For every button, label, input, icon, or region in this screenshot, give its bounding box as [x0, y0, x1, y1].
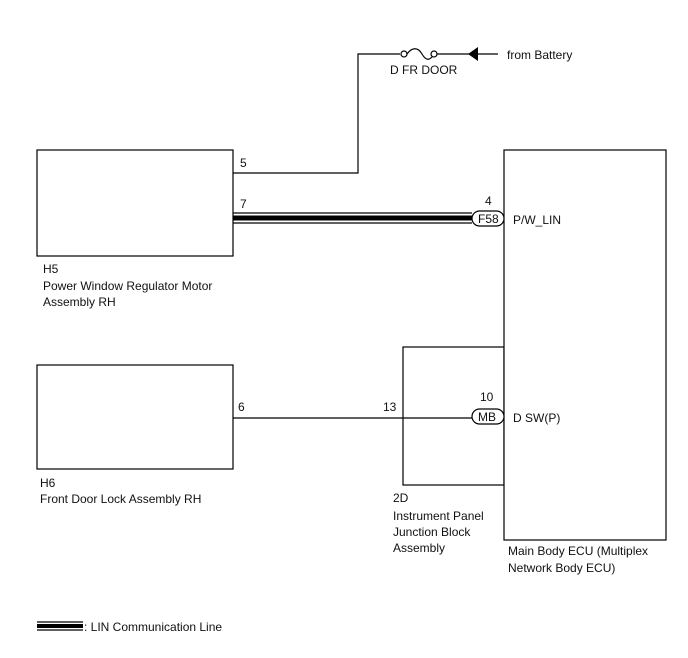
h6-component-box — [36, 364, 234, 470]
legend-lin-line-sample — [37, 621, 83, 631]
f58-connector-label: F58 — [478, 212, 499, 226]
h5-name-line2: Assembly RH — [43, 295, 116, 309]
battery-source-label: from Battery — [507, 48, 572, 62]
lin-communication-line — [233, 212, 472, 224]
h5-pin-7-label: 7 — [240, 197, 247, 211]
h5-name-line1: Power Window Regulator Motor — [43, 279, 212, 293]
main-body-ecu-box — [503, 149, 667, 541]
fuse-symbol — [400, 48, 438, 60]
h6-pin-6-label: 6 — [238, 400, 245, 414]
fuse-label: D FR DOOR — [390, 63, 458, 77]
h5-code-label: H5 — [43, 262, 59, 276]
battery-feed-wire — [233, 53, 400, 174]
ecu-pin-10-label: 10 — [480, 390, 494, 404]
ecu-name-line1: Main Body ECU (Multiplex — [508, 544, 648, 558]
jb-name-line3: Assembly — [393, 541, 445, 555]
mb-connector — [471, 408, 505, 425]
h6-name-line1: Front Door Lock Assembly RH — [40, 492, 201, 506]
battery-arrow-icon — [468, 47, 478, 61]
jb-code-label: 2D — [393, 491, 409, 505]
dsw-signal-label: D SW(P) — [513, 411, 560, 425]
mb-connector-label: MB — [478, 410, 496, 424]
ecu-name-line2: Network Body ECU) — [508, 561, 615, 575]
jb-pin-13-label: 13 — [383, 400, 397, 414]
f58-connector — [471, 210, 505, 227]
h6-code-label: H6 — [40, 476, 56, 490]
legend-label: : LIN Communication Line — [84, 620, 222, 634]
jb-name-line2: Junction Block — [393, 525, 471, 539]
jb-name-line1: Instrument Panel — [393, 509, 484, 523]
h5-component-box — [36, 149, 234, 257]
ecu-pin-4-label: 4 — [485, 194, 492, 208]
pw-lin-signal-label: P/W_LIN — [513, 213, 561, 227]
h5-pin-5-label: 5 — [240, 156, 247, 170]
